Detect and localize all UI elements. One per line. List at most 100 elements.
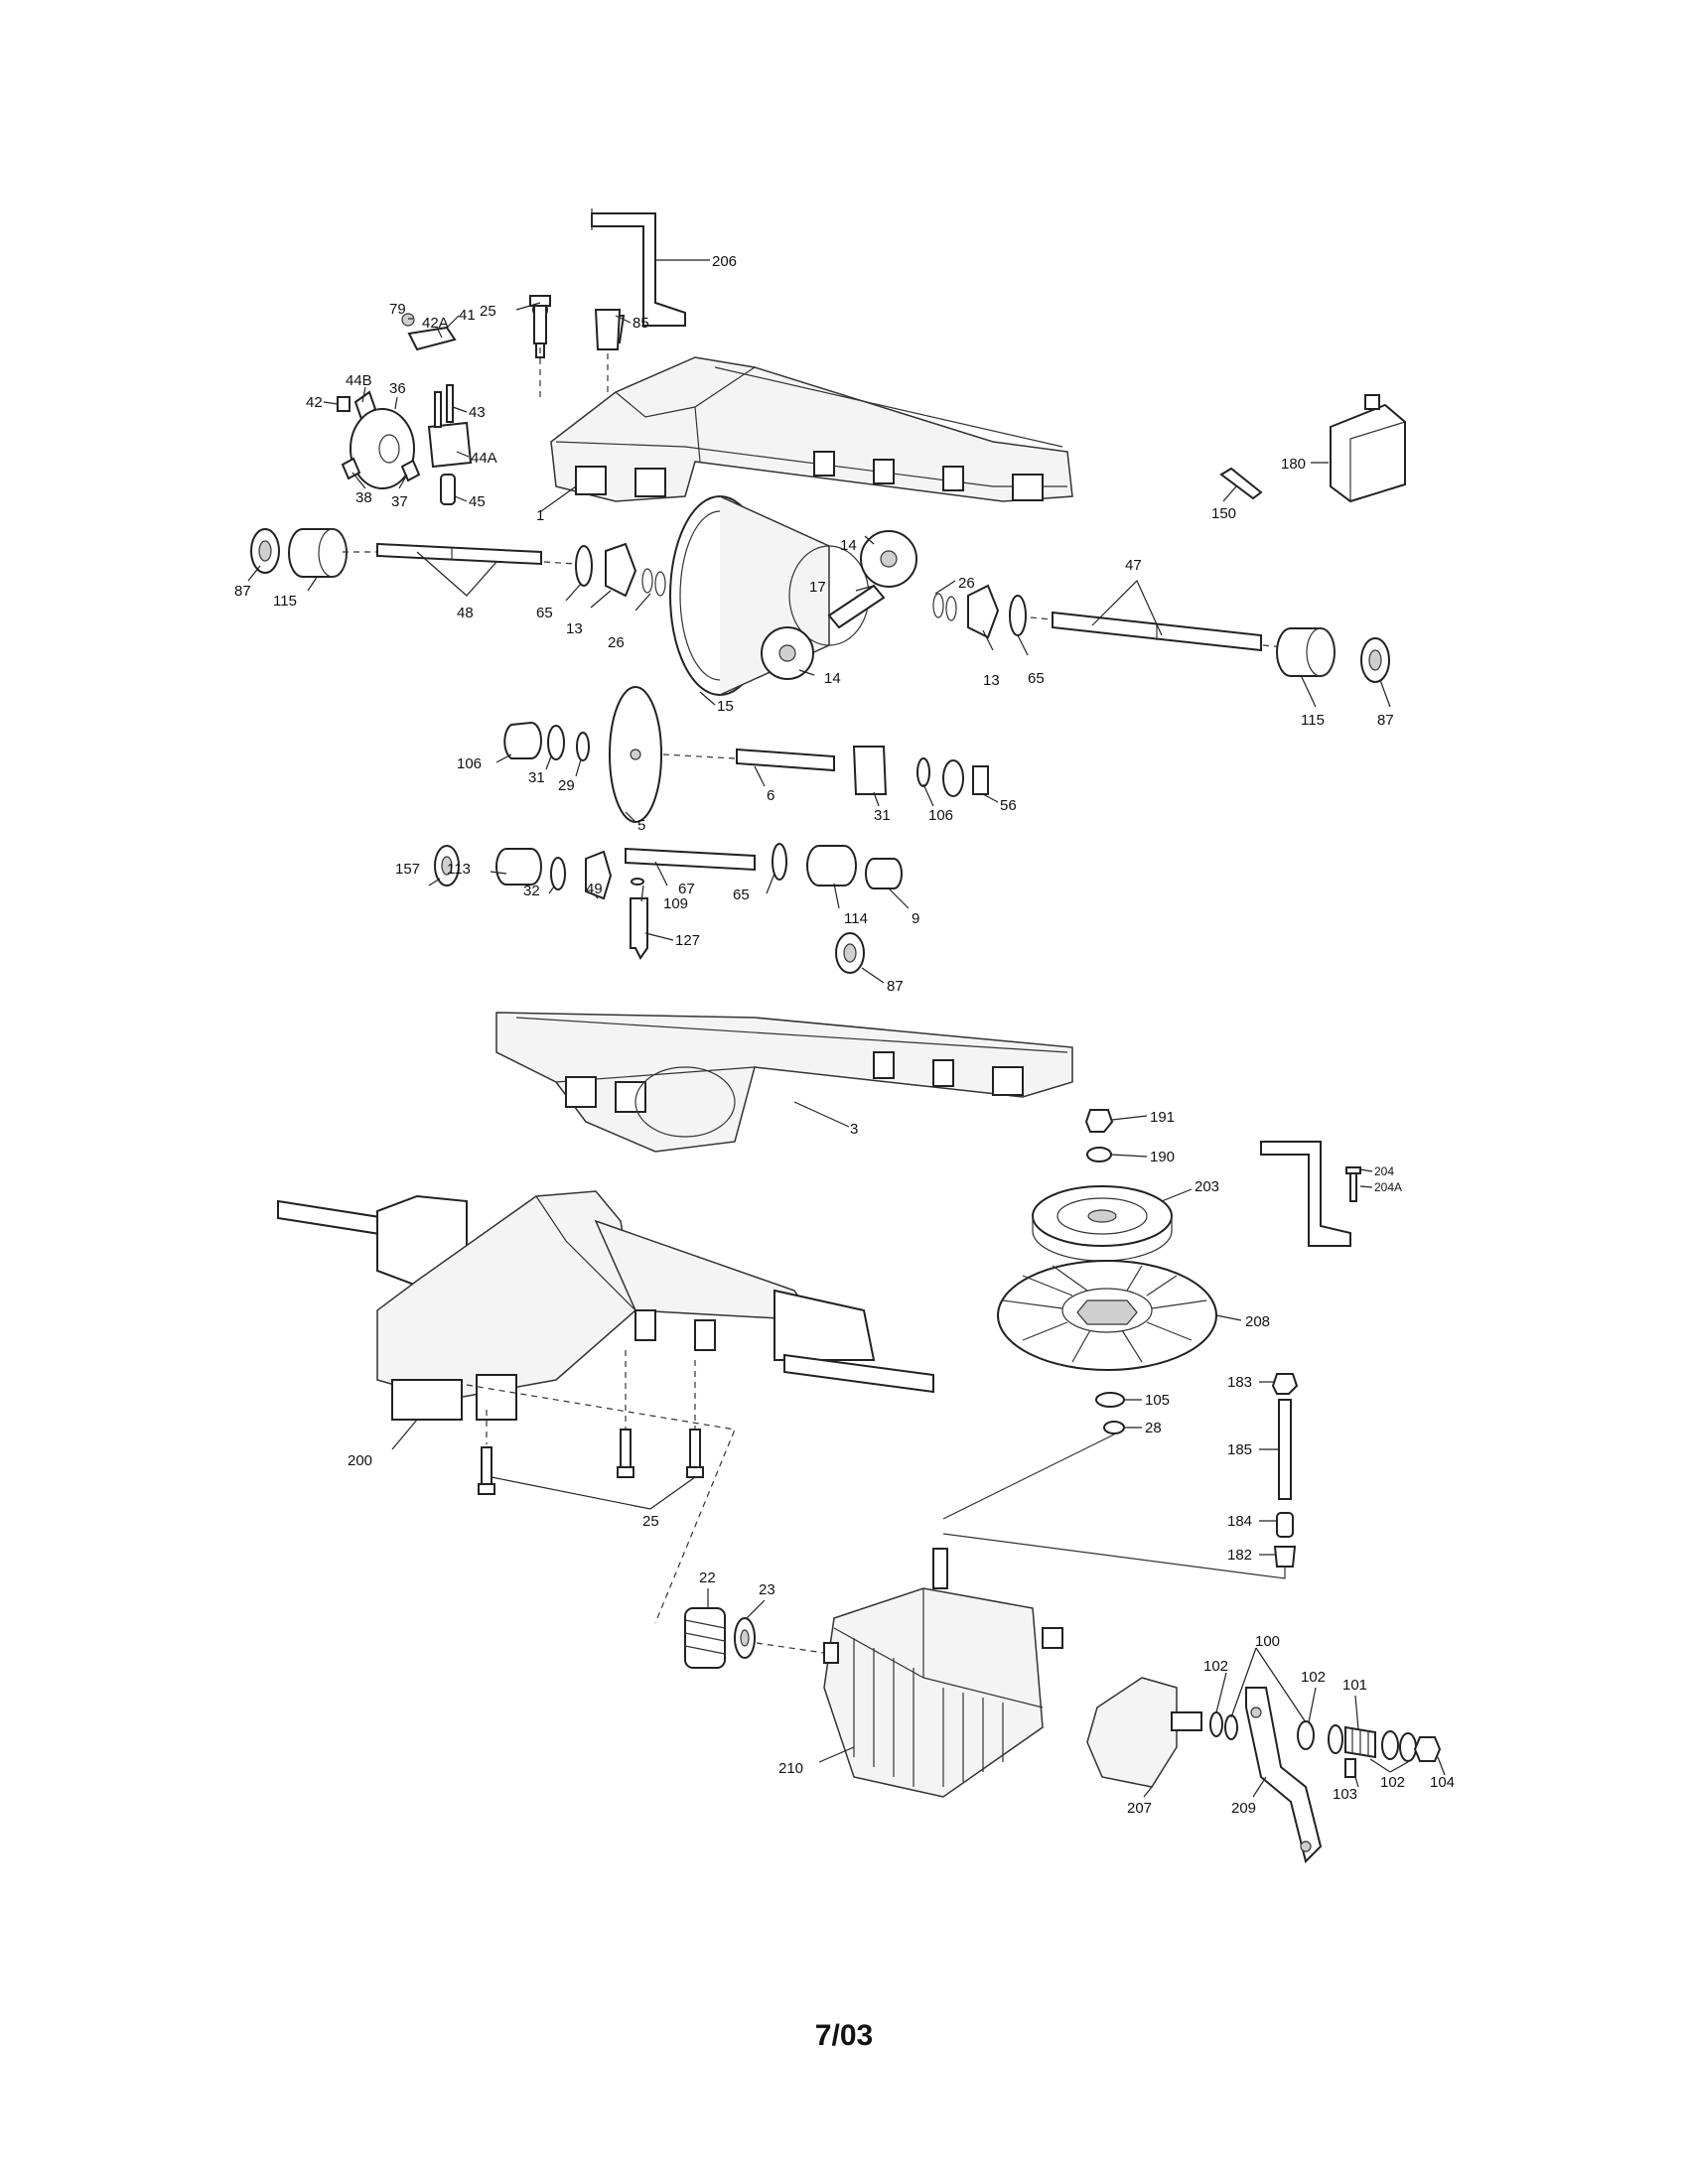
callout-103: 103: [1333, 1786, 1357, 1803]
callout-13-left: 13: [566, 620, 583, 637]
callout-26-right: 26: [958, 575, 975, 592]
callout-47: 47: [1125, 557, 1142, 574]
callout-200: 200: [348, 1452, 372, 1469]
part-pulley-stack: [1032, 1109, 1173, 1262]
callout-106-left: 106: [457, 755, 482, 772]
callout-38: 38: [355, 489, 372, 506]
part-200-transaxle-assembly: [277, 1190, 934, 1421]
part-150-tube: [1219, 467, 1263, 500]
callout-44B: 44B: [346, 372, 372, 389]
part-23-washer: [734, 1617, 825, 1659]
callout-13-right: 13: [983, 672, 1000, 689]
part-204-bracket: [1260, 1141, 1361, 1247]
callout-191: 191: [1150, 1109, 1175, 1126]
callout-101: 101: [1342, 1677, 1367, 1694]
callout-36: 36: [389, 380, 406, 397]
callout-106-right: 56: [1000, 797, 1017, 814]
callout-87-left: 87: [234, 583, 251, 600]
callout-113: 113: [447, 861, 471, 878]
callout-67: 67: [678, 881, 695, 897]
part-left-axle-group: [250, 528, 666, 598]
callout-150: 150: [1211, 505, 1236, 522]
callout-105: 105: [1145, 1392, 1170, 1409]
callout-190: 190: [1150, 1149, 1175, 1165]
callout-65-lower: 65: [733, 887, 750, 903]
callout-56: 5: [637, 817, 645, 834]
part-14-17-pinions: [761, 530, 917, 680]
part-hardware-100-104: [1209, 1711, 1442, 1778]
callout-104: 104: [1430, 1774, 1455, 1791]
callout-3: 3: [850, 1121, 858, 1138]
part-1-upper-case: [550, 356, 1073, 502]
part-3-lower-case: [495, 1012, 1073, 1153]
part-22-spring: [684, 1607, 726, 1669]
part-85-breather: [594, 309, 622, 392]
callout-209: 209: [1231, 1800, 1256, 1817]
callout-87-right: 87: [1377, 712, 1394, 729]
callout-14-top: 14: [840, 537, 857, 554]
callout-42: 42: [306, 394, 323, 411]
callout-28: 28: [1145, 1420, 1162, 1436]
callout-15: 15: [717, 698, 734, 715]
page-footer-code: 7/03: [814, 2019, 874, 2052]
callout-29: 29: [558, 777, 575, 794]
callout-1: 1: [536, 507, 544, 524]
callout-9: 9: [912, 910, 919, 927]
callout-204: 204: [1374, 1164, 1394, 1178]
callout-85: 85: [633, 315, 649, 332]
callout-180: 180: [1281, 456, 1306, 473]
callout-65-left: 65: [536, 605, 553, 621]
part-25-bolts-lower: [466, 1350, 736, 1624]
part-105-28-clip: [942, 1392, 1125, 1520]
callout-114: 114: [844, 910, 868, 927]
callout-65-right: 65: [1028, 670, 1045, 687]
callout-102-c: 102: [1380, 1774, 1405, 1791]
callout-23: 23: [759, 1581, 775, 1598]
callout-207: 207: [1127, 1800, 1152, 1817]
callout-25-top: 25: [480, 303, 496, 320]
part-208-fan: [997, 1260, 1217, 1371]
callout-100: 100: [1255, 1633, 1280, 1650]
part-25-bolt-top: [529, 295, 551, 397]
leader-lines: [247, 259, 1446, 1798]
callout-203: 203: [1195, 1178, 1219, 1195]
callout-204A: 204A: [1374, 1180, 1402, 1194]
callout-49: 49: [586, 881, 603, 897]
part-207-control-arm: [1086, 1677, 1202, 1788]
callout-185: 185: [1227, 1441, 1252, 1458]
callout-26-left: 26: [608, 634, 625, 651]
callout-206: 206: [712, 253, 737, 270]
part-206-bracket: [591, 208, 686, 327]
callout-184: 184: [1227, 1513, 1252, 1530]
callout-115-left: 115: [273, 593, 297, 610]
callout-102-a: 102: [1203, 1658, 1228, 1675]
part-209-lever: [1245, 1687, 1323, 1863]
part-180-oil-bottle: [1330, 394, 1406, 503]
callout-37: 37: [391, 493, 408, 510]
callout-17: 17: [809, 579, 826, 596]
callout-79: 79: [389, 301, 406, 318]
callout-44A: 44A: [471, 450, 497, 467]
callout-25-lower: 25: [642, 1513, 659, 1530]
callout-14-bottom: 14: [824, 670, 841, 687]
part-lower-shaft-group: [434, 843, 903, 974]
callout-210: 210: [778, 1760, 803, 1777]
callout-115-right: 115: [1301, 712, 1325, 729]
callout-45: 45: [469, 493, 486, 510]
part-rod-stack: [942, 1373, 1299, 1579]
callout-157: 157: [395, 861, 420, 878]
callout-87-lower: 87: [887, 978, 904, 995]
callout-6: 31: [874, 807, 891, 824]
callout-102-b: 102: [1301, 1669, 1326, 1686]
callout-183: 183: [1227, 1374, 1252, 1391]
callout-43: 43: [469, 404, 486, 421]
callout-42A: 42A: [422, 315, 449, 332]
part-right-axle-group: [932, 584, 1390, 683]
callout-41: 41: [459, 307, 476, 324]
part-210-hydro-unit: [823, 1548, 1063, 1798]
callout-22: 22: [699, 1570, 716, 1586]
part-countershaft-group: [503, 686, 989, 823]
callout-109: 109: [663, 895, 688, 912]
callout-208: 208: [1245, 1313, 1270, 1330]
